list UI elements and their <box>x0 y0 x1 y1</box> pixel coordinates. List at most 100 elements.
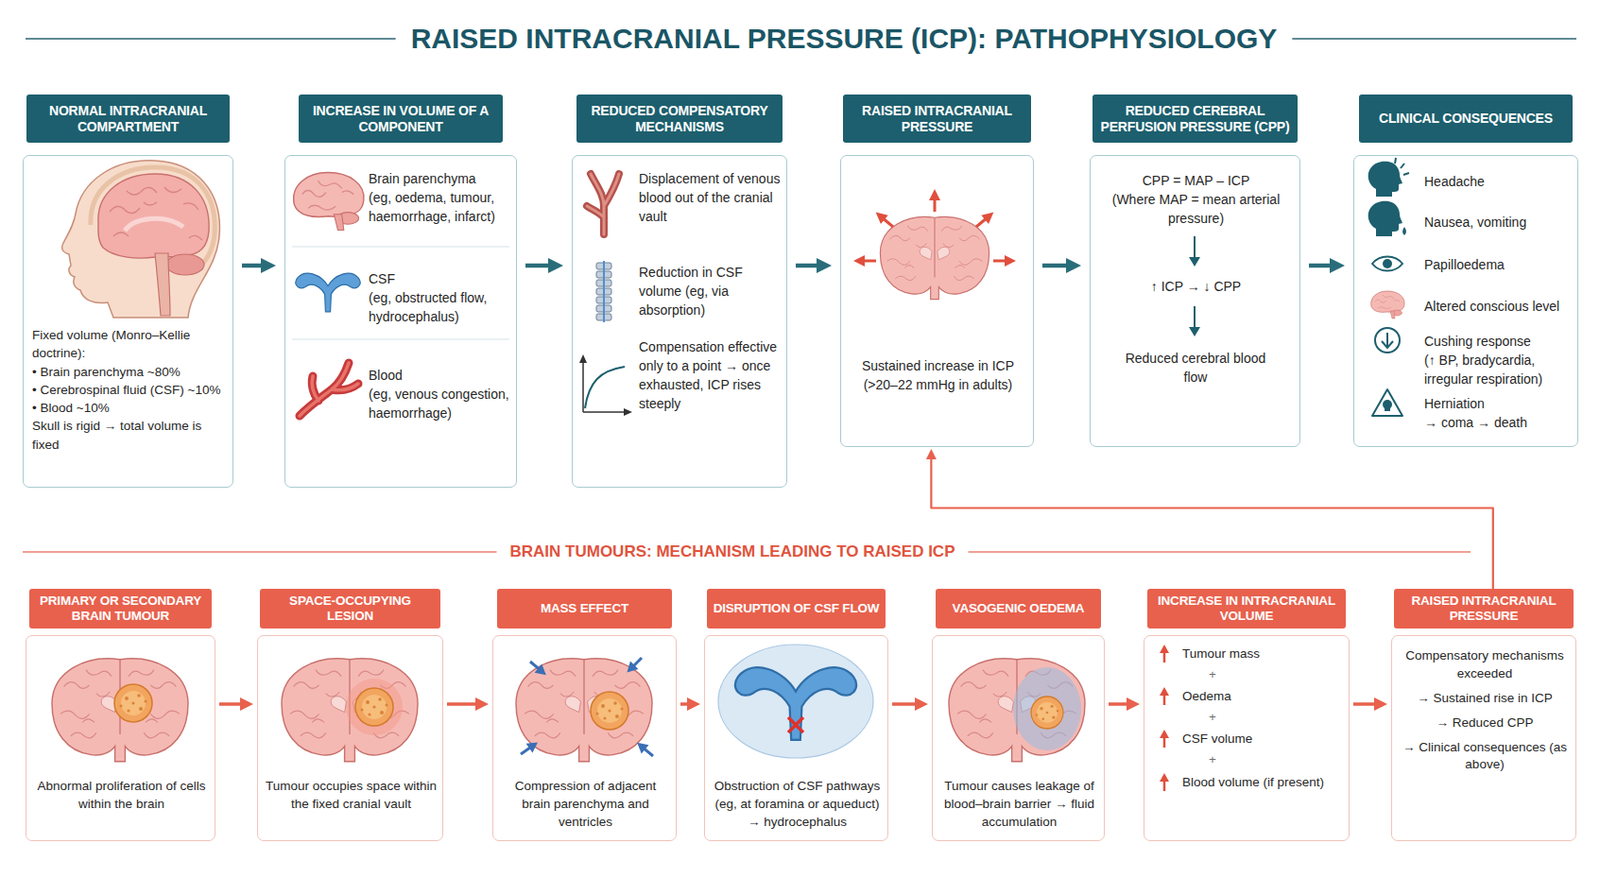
body-text: Herniation <box>1424 394 1576 413</box>
body-text: Blood volume (if present) <box>1182 774 1343 792</box>
text-block: Blood(eg, venous congestion, haemorrhage… <box>368 365 515 423</box>
head-sagittal-illustration <box>109 187 203 241</box>
text-block: Herniation→ coma → death <box>1424 394 1576 432</box>
text-block: Sustained increase in ICP (>20–22 mmHg i… <box>857 356 1019 395</box>
heading-rule <box>25 37 396 40</box>
space-occupying-brain <box>281 658 418 762</box>
oedema-brain <box>1013 667 1082 751</box>
process-box: INCREASE IN VOLUME OF A COMPONENT Brain p… <box>284 94 517 488</box>
body-text: Displacement of venous blood out of the … <box>638 169 783 226</box>
increase-arrows <box>1159 773 1170 792</box>
heading-rule <box>22 38 1577 552</box>
flow-arrow <box>447 702 480 706</box>
body-text: Altered conscious level <box>1424 296 1576 316</box>
header-text: NORMAL INTRACRANIAL COMPARTMENT <box>31 103 225 136</box>
compensation-icons <box>579 354 633 416</box>
header-text: MASS EFFECT <box>540 601 629 617</box>
body-text: (eg, obstructed flow, hydrocephalus) <box>368 288 515 327</box>
space-occupying-brain <box>345 678 403 736</box>
text-block: CSF(eg, obstructed flow, hydrocephalus) <box>368 269 515 327</box>
text-block: Compression of adjacent brain parenchyma… <box>498 777 672 832</box>
component-icons <box>295 273 361 312</box>
body-text: • Blood ~10% <box>32 398 231 417</box>
flow-arrow <box>680 702 691 706</box>
symptom-icons <box>1371 291 1405 319</box>
header-band: REDUCED COMPENSATORY MECHANISMS <box>576 94 783 143</box>
compensation-icons <box>583 357 631 413</box>
body-text: Blood <box>368 365 515 385</box>
text-block: Oedema <box>1182 688 1343 706</box>
process-box: CLINICAL CONSEQUENCES HeadacheNausea, vom… <box>1353 94 1579 448</box>
body-text: (eg, oedema, tumour, haemorrhage, infarc… <box>368 188 515 226</box>
heading-rule <box>967 550 1471 553</box>
flow-arrow <box>241 263 266 269</box>
header-band: REDUCED CEREBRAL PERFUSION PRESSURE (CPP… <box>1092 94 1298 143</box>
box-body: Brain parenchyma(eg, oedema, tumour, hae… <box>284 154 517 488</box>
symptom-icons <box>1375 327 1400 353</box>
tumour-step-box: INCREASE IN INTRACRANIAL VOLUMETumour ma… <box>1143 588 1350 842</box>
body-text: Reduction in CSF volume (eg, via absorpt… <box>638 262 783 320</box>
tumour-step-box: PRIMARY OR SECONDARY BRAIN TUMOUR Abnorma… <box>25 588 216 842</box>
box-body: Abnormal proliferation of cells within t… <box>25 635 216 842</box>
increase-arrows <box>1159 644 1170 792</box>
symptom-icons <box>1368 161 1403 197</box>
text-block: Tumour occupies space within the fixed c… <box>263 777 439 814</box>
head-sagittal-illustration <box>62 160 221 318</box>
flow-down-arrow <box>1188 326 1201 337</box>
header-text: RAISED INTRACRANIAL PRESSURE <box>1398 593 1569 624</box>
oedema-brain <box>948 658 1085 762</box>
header-band: CLINICAL CONSEQUENCES <box>1359 94 1573 143</box>
oedema-brain <box>948 658 1085 762</box>
raised-pressure-brain <box>853 255 877 267</box>
heading-rule <box>1291 37 1577 40</box>
flow-arrow <box>1353 702 1378 706</box>
flow-down-arrow <box>1193 306 1196 329</box>
head-sagittal-illustration <box>98 173 209 259</box>
body-text: Compensation effective only to a point →… <box>638 337 783 413</box>
increase-arrows <box>1159 687 1170 706</box>
symptom-icons <box>1372 257 1403 272</box>
body-text: Reduced cerebral blood flow <box>1119 348 1272 387</box>
compensation-icons <box>586 173 620 235</box>
box-body: Tumour causes leakage of blood–brain bar… <box>931 635 1105 842</box>
header-text: PRIMARY OR SECONDARY BRAIN TUMOUR <box>34 593 207 624</box>
component-icons <box>292 338 510 340</box>
flow-arrow <box>1308 263 1335 269</box>
header-text: SPACE-OCCUPYING LESION <box>264 593 436 624</box>
header-text: REDUCED CEREBRAL PERFUSION PRESSURE (CPP… <box>1097 103 1293 136</box>
box-body: Compression of adjacent brain parenchyma… <box>492 635 677 842</box>
flow-arrow <box>1108 702 1131 706</box>
body-text: Oedema <box>1182 688 1343 706</box>
mass-effect-brain <box>622 653 646 677</box>
tumour-step-box: DISRUPTION OF CSF FLOWObstruction of CSF… <box>704 588 889 842</box>
text-block: Reduced cerebral blood flow <box>1119 348 1272 387</box>
body-text: Compensatory mechanisms exceeded <box>1399 647 1570 684</box>
raised-pressure-brain <box>853 189 1016 300</box>
symptom-icons <box>1402 226 1407 236</box>
box-body: HeadacheNausea, vomitingPapilloedemaAlte… <box>1353 154 1579 448</box>
box-body: CPP = MAP – ICP(Where MAP = mean arteria… <box>1089 154 1301 448</box>
head-sagittal-illustration <box>166 254 205 276</box>
text-block: Abnormal proliferation of cells within t… <box>32 777 211 814</box>
flow-down-arrow <box>1188 257 1201 267</box>
compensation-icons <box>579 173 633 416</box>
header-band: NORMAL INTRACRANIAL COMPARTMENT <box>26 94 230 143</box>
space-occupying-brain <box>355 688 394 726</box>
text-block: CSF volume <box>1182 730 1343 749</box>
process-box: REDUCED COMPENSATORY MECHANISMS Displacem… <box>571 94 788 488</box>
symptom-icons <box>1394 157 1410 175</box>
increase-arrows <box>1159 729 1170 748</box>
flow-arrow <box>795 263 822 269</box>
text-block: Compensatory mechanisms exceeded→ Sustai… <box>1399 647 1570 775</box>
body-text: Cushing response <box>1424 331 1576 351</box>
body-text: Abnormal proliferation of cells within t… <box>32 777 211 814</box>
obstructed-ventricles <box>735 667 857 740</box>
tumour-step-box: RAISED INTRACRANIAL PRESSURE Compensatory… <box>1391 588 1577 842</box>
header-text: INCREASE IN VOLUME OF A COMPONENT <box>303 103 499 136</box>
body-text: • Brain parenchyma ~80% <box>32 362 231 381</box>
text-block: ↑ ICP → ↓ CPP <box>1100 276 1292 296</box>
body-text: → coma → death <box>1424 412 1576 432</box>
box-body: Compensatory mechanisms exceeded→ Sustai… <box>1391 635 1577 842</box>
connector-group <box>219 265 1494 705</box>
